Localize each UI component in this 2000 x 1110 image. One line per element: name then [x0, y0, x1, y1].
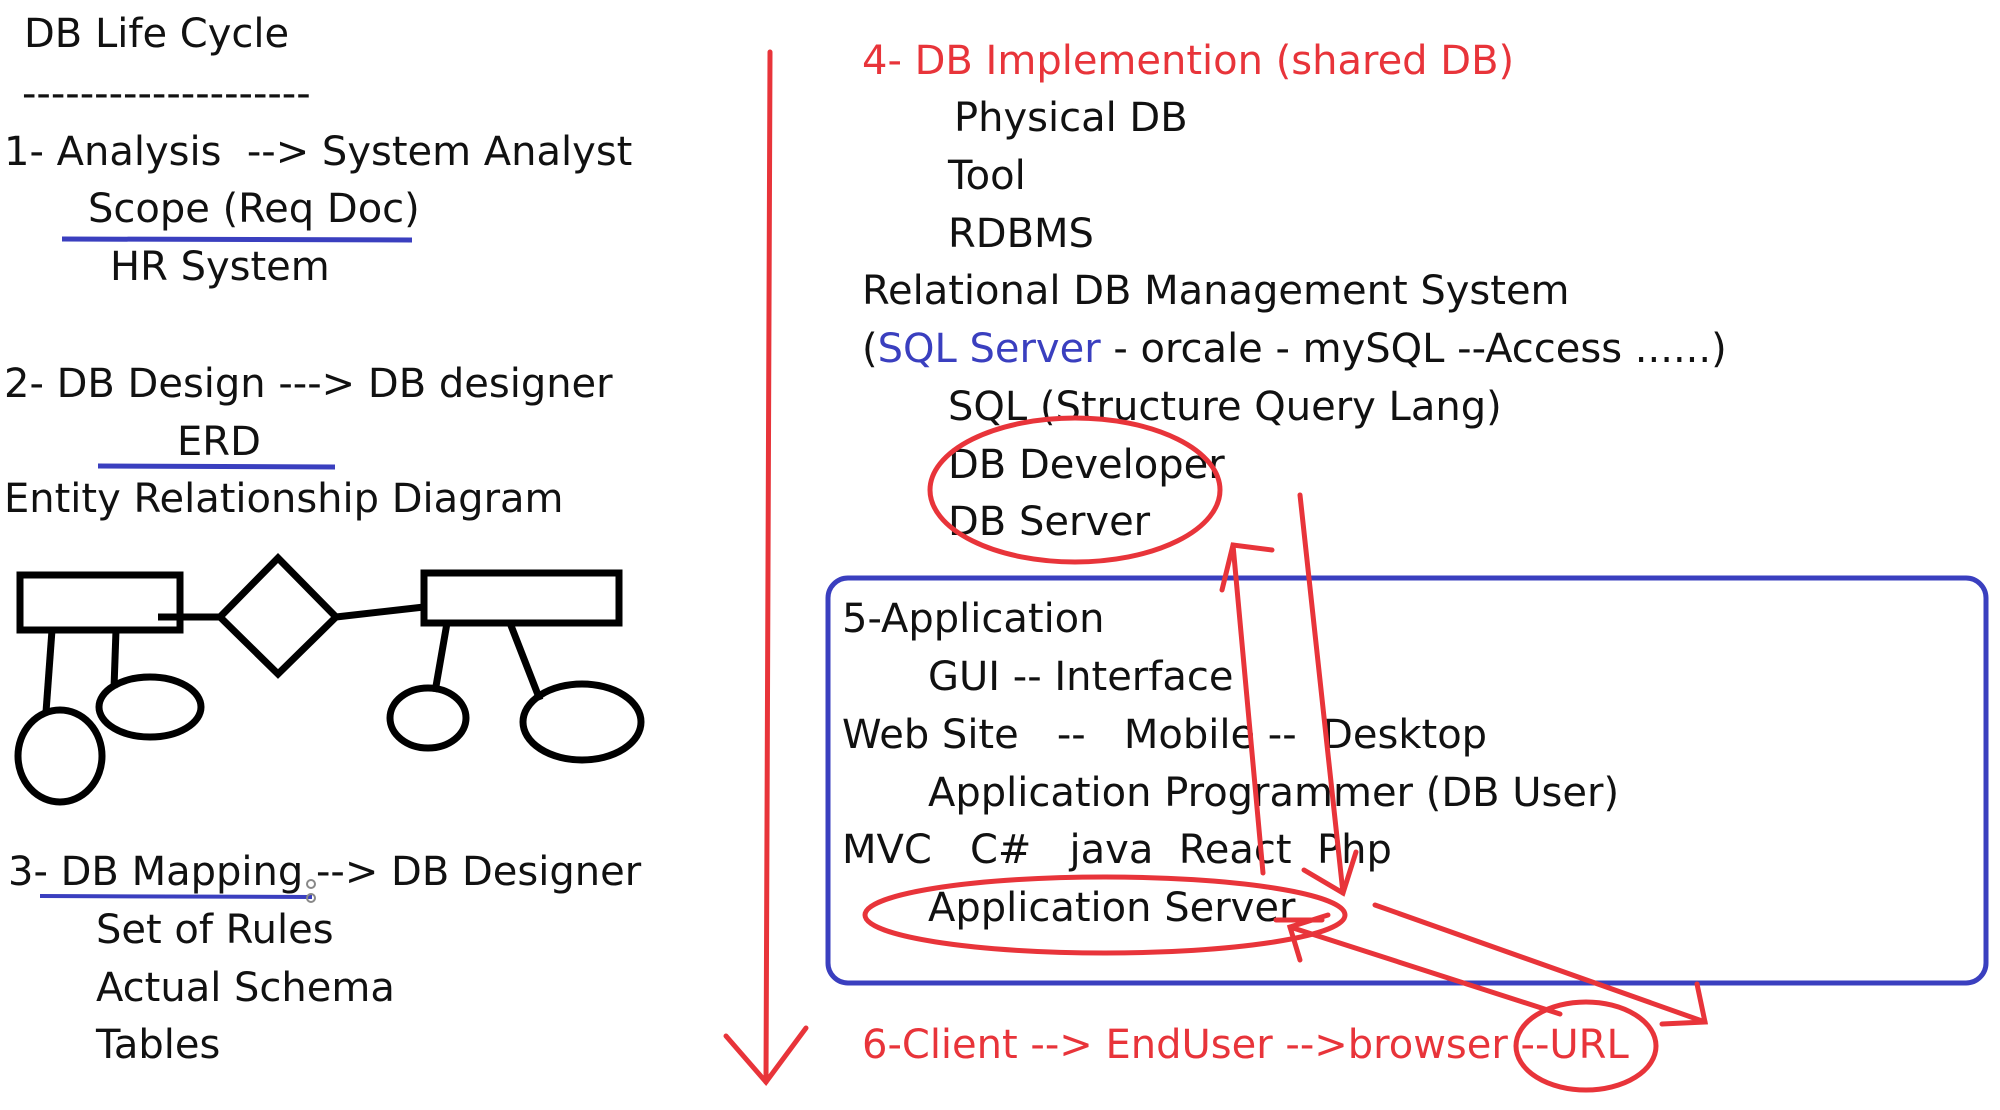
- step3-set-of-rules: Set of Rules: [96, 907, 334, 953]
- app-to-db-arrowhead: [1219, 542, 1275, 593]
- step3-heading: 3- DB Mapping --> DB Designer: [8, 852, 641, 892]
- url-to-app-arrowhead: [1286, 912, 1331, 963]
- step1-scope: Scope (Req Doc): [88, 186, 420, 232]
- erd-diagram: [14, 553, 645, 806]
- erd-underline: [97, 463, 336, 470]
- title-divider: --------------------: [22, 71, 311, 117]
- erd-attribute-4: [519, 680, 645, 764]
- app-to-url-arrow: [1372, 902, 1708, 1025]
- step3-prefix: 3-: [8, 849, 61, 895]
- step6-client: 6-Client --> EndUser -->browser --URL: [862, 1025, 1629, 1065]
- step4-physical-db: Physical DB: [954, 95, 1188, 141]
- step5-platforms: Web Site -- Mobile -- Desktop: [842, 712, 1488, 758]
- step1-hr-system: HR System: [110, 244, 330, 290]
- step5-application-server: Application Server: [928, 885, 1296, 931]
- erd-attribute-1: [14, 706, 106, 806]
- app-to-url-arrowhead: [1659, 981, 1709, 1027]
- step4-db-developer: DB Developer: [948, 442, 1225, 488]
- rdbms-sql-server: SQL Server: [877, 326, 1101, 372]
- scope-underline: [61, 236, 413, 243]
- step4-heading: 4- DB Implemention (shared DB): [862, 38, 1515, 84]
- step5-programmer: Application Programmer (DB User): [928, 770, 1620, 816]
- step4-sql: SQL (Structure Query Lang): [948, 384, 1502, 430]
- step5-heading: 5-Application: [842, 596, 1105, 642]
- step4-rdbms-expansion: Relational DB Management System: [862, 268, 1570, 314]
- step5-technologies: MVC C# java React Php: [842, 827, 1392, 873]
- erd-attr-line-2: [110, 629, 120, 689]
- step1-heading: 1- Analysis --> System Analyst: [4, 129, 633, 175]
- step3-suffix: --> DB Designer: [303, 849, 642, 895]
- erd-link-right: [335, 603, 425, 621]
- erd-attribute-2: [95, 673, 205, 741]
- step5-gui: GUI -- Interface: [928, 654, 1234, 700]
- url-to-app-arrow: [1287, 924, 1563, 1017]
- timeline-down-arrow: [723, 49, 809, 1086]
- step4-rdbms: RDBMS: [948, 211, 1094, 257]
- step4-db-server: DB Server: [948, 499, 1151, 545]
- step3-actual-schema: Actual Schema: [96, 965, 395, 1011]
- step4-rdbms-list: (SQL Server - orcale - mySQL --Access ..…: [862, 329, 1727, 369]
- connection-arrows: [1219, 492, 1709, 1027]
- erd-attr-line-4: [506, 621, 544, 702]
- step3-tables: Tables: [96, 1022, 221, 1068]
- rdbms-list-rest: - orcale - mySQL --Access ......): [1100, 326, 1727, 372]
- page-title: DB Life Cycle: [24, 11, 290, 57]
- erd-attr-line-3: [431, 622, 451, 693]
- step4-tool: Tool: [948, 153, 1026, 199]
- erd-entity-left: [16, 571, 184, 634]
- step6-heading: 6-Client --> EndUser -->browser --: [862, 1022, 1550, 1068]
- erd-entity-right: [420, 569, 623, 627]
- rdbms-list-open: (: [862, 326, 878, 372]
- db-mapping-underline: [39, 894, 313, 899]
- step6-url: URL: [1549, 1022, 1629, 1068]
- erd-attribute-3: [386, 684, 470, 752]
- step3-db-mapping: DB Mapping: [60, 849, 304, 895]
- step2-heading: 2- DB Design ---> DB designer: [4, 361, 613, 407]
- erd-relationship-diamond: [215, 553, 341, 679]
- step2-erd: ERD: [177, 419, 261, 465]
- app-to-db-arrow: [1230, 542, 1266, 876]
- step2-erd-expansion: Entity Relationship Diagram: [4, 476, 564, 522]
- erd-attr-line-1: [42, 629, 56, 713]
